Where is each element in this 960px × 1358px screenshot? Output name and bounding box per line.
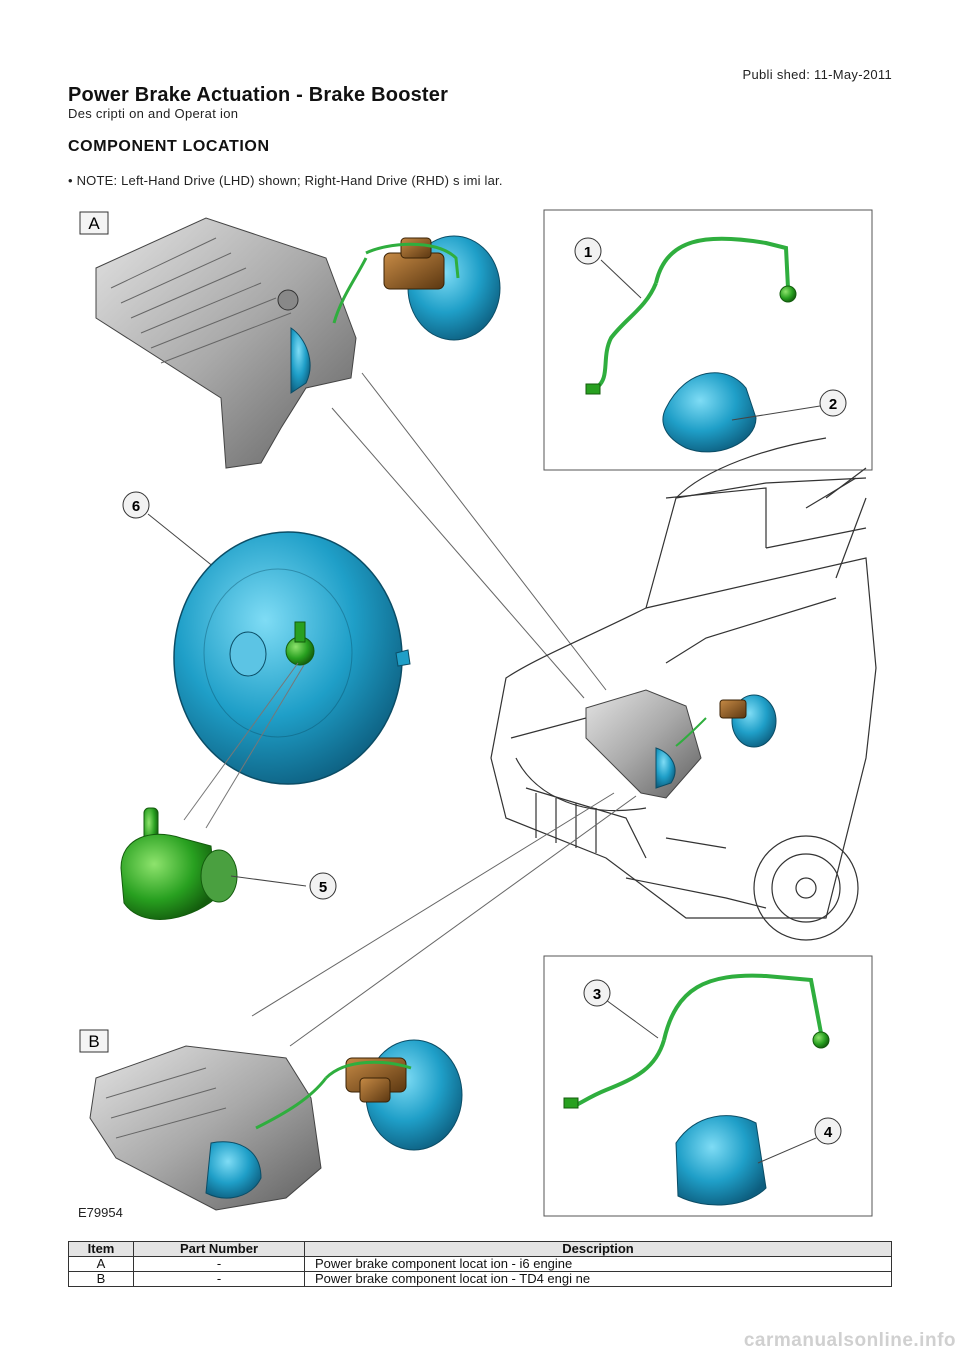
booster-b-illustration xyxy=(255,1039,463,1151)
watermark-footer: carmanualsonline.info xyxy=(743,1330,956,1351)
svg-text:5: 5 xyxy=(319,879,327,896)
callout-2: 2 xyxy=(819,389,847,417)
label-b: B xyxy=(79,1029,109,1053)
component-location-figure: A 1 2 xyxy=(78,209,877,1220)
section-title: COMPONENT LOCATION xyxy=(68,138,270,155)
svg-text:3: 3 xyxy=(593,986,601,1003)
svg-text:6: 6 xyxy=(132,498,140,515)
engine-a-illustration xyxy=(95,217,357,469)
booster-a-illustration xyxy=(332,235,501,341)
page-title: Power Brake Actuation - Brake Booster xyxy=(68,84,449,106)
svg-text:1: 1 xyxy=(584,244,592,261)
column-header-item: Item xyxy=(68,1241,134,1257)
callout-3: 3 xyxy=(583,979,611,1007)
column-header-description: Description xyxy=(304,1241,892,1257)
svg-text:A: A xyxy=(88,214,100,233)
page-subtitle: Des cripti on and Operat ion xyxy=(68,106,239,121)
table-cell-item: B xyxy=(68,1271,134,1287)
leader-lines-b xyxy=(251,792,637,1047)
svg-text:4: 4 xyxy=(824,1124,833,1141)
table-cell-part-number: - xyxy=(133,1256,305,1272)
table-row: B - Power brake component locat ion - TD… xyxy=(68,1271,892,1287)
vehicle-engine-illustration xyxy=(585,689,777,799)
label-a: A xyxy=(79,211,109,235)
table-header-row: Item Part Number Description xyxy=(68,1241,892,1257)
parts-table: Item Part Number Description A - Power b… xyxy=(68,1241,892,1287)
table-cell-part-number: - xyxy=(133,1271,305,1287)
brake-booster-illustration xyxy=(173,531,411,785)
table-row: A - Power brake component locat ion - i6… xyxy=(68,1256,892,1272)
vehicle-illustration xyxy=(490,437,877,941)
published-date: Publi shed: 11-May-2011 xyxy=(742,67,892,82)
svg-text:B: B xyxy=(88,1032,99,1051)
engine-b-illustration xyxy=(89,1045,322,1211)
leader-lines-a xyxy=(331,372,607,699)
callout-5: 5 xyxy=(309,872,337,900)
table-cell-item: A xyxy=(68,1256,134,1272)
callout-4: 4 xyxy=(814,1117,842,1145)
svg-text:2: 2 xyxy=(829,396,837,413)
leader-lines-valve xyxy=(183,662,305,829)
figure-id: E79954 xyxy=(78,1205,123,1220)
table-cell-description: Power brake component locat ion - i6 eng… xyxy=(304,1256,892,1272)
callout-1: 1 xyxy=(574,237,602,265)
callout-6: 6 xyxy=(122,491,150,519)
note-text: • NOTE: Left-Hand Drive (LHD) shown; Rig… xyxy=(68,173,503,188)
column-header-part-number: Part Number xyxy=(133,1241,305,1257)
check-valve-illustration xyxy=(120,807,238,920)
table-cell-description: Power brake component locat ion - TD4 en… xyxy=(304,1271,892,1287)
